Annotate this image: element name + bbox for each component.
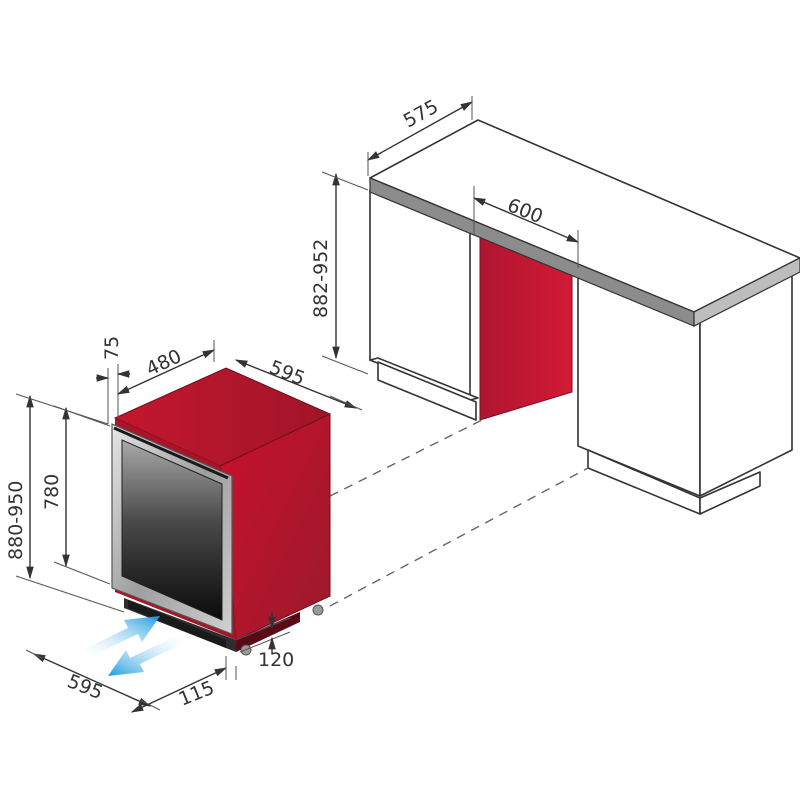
dim-label-airflow-depth: 115 (176, 677, 218, 711)
dim-label-front-width: 595 (64, 670, 106, 704)
projection-line-top (329, 419, 483, 497)
dim-label-body-width: 595 (266, 356, 308, 390)
wine-cooler (111, 367, 332, 656)
countertop (369, 119, 800, 327)
dim-label-plinth-height: 120 (258, 649, 294, 671)
dim-overall-height: 880-950 (5, 393, 125, 613)
kitchen-cabinet (369, 119, 800, 515)
dim-door-offset: 75 (96, 336, 130, 424)
dim-label-body-height: 780 (41, 474, 63, 510)
dim-niche-height: 882-952 (310, 171, 369, 375)
projection-line-bottom (329, 467, 589, 607)
left-base-unit (369, 189, 479, 421)
door-glass (121, 439, 223, 621)
dim-label-niche-height: 882-952 (310, 239, 332, 318)
dim-body-height: 780 (41, 405, 111, 585)
dim-label-counter-depth: 575 (400, 96, 442, 133)
dim-label-body-depth: 480 (143, 345, 185, 380)
dim-label-door-offset: 75 (101, 336, 123, 360)
dim-label-overall-height: 880-950 (5, 481, 27, 560)
airflow-in-arrow-icon (78, 616, 160, 658)
dim-plinth-height: 120 (235, 612, 294, 680)
